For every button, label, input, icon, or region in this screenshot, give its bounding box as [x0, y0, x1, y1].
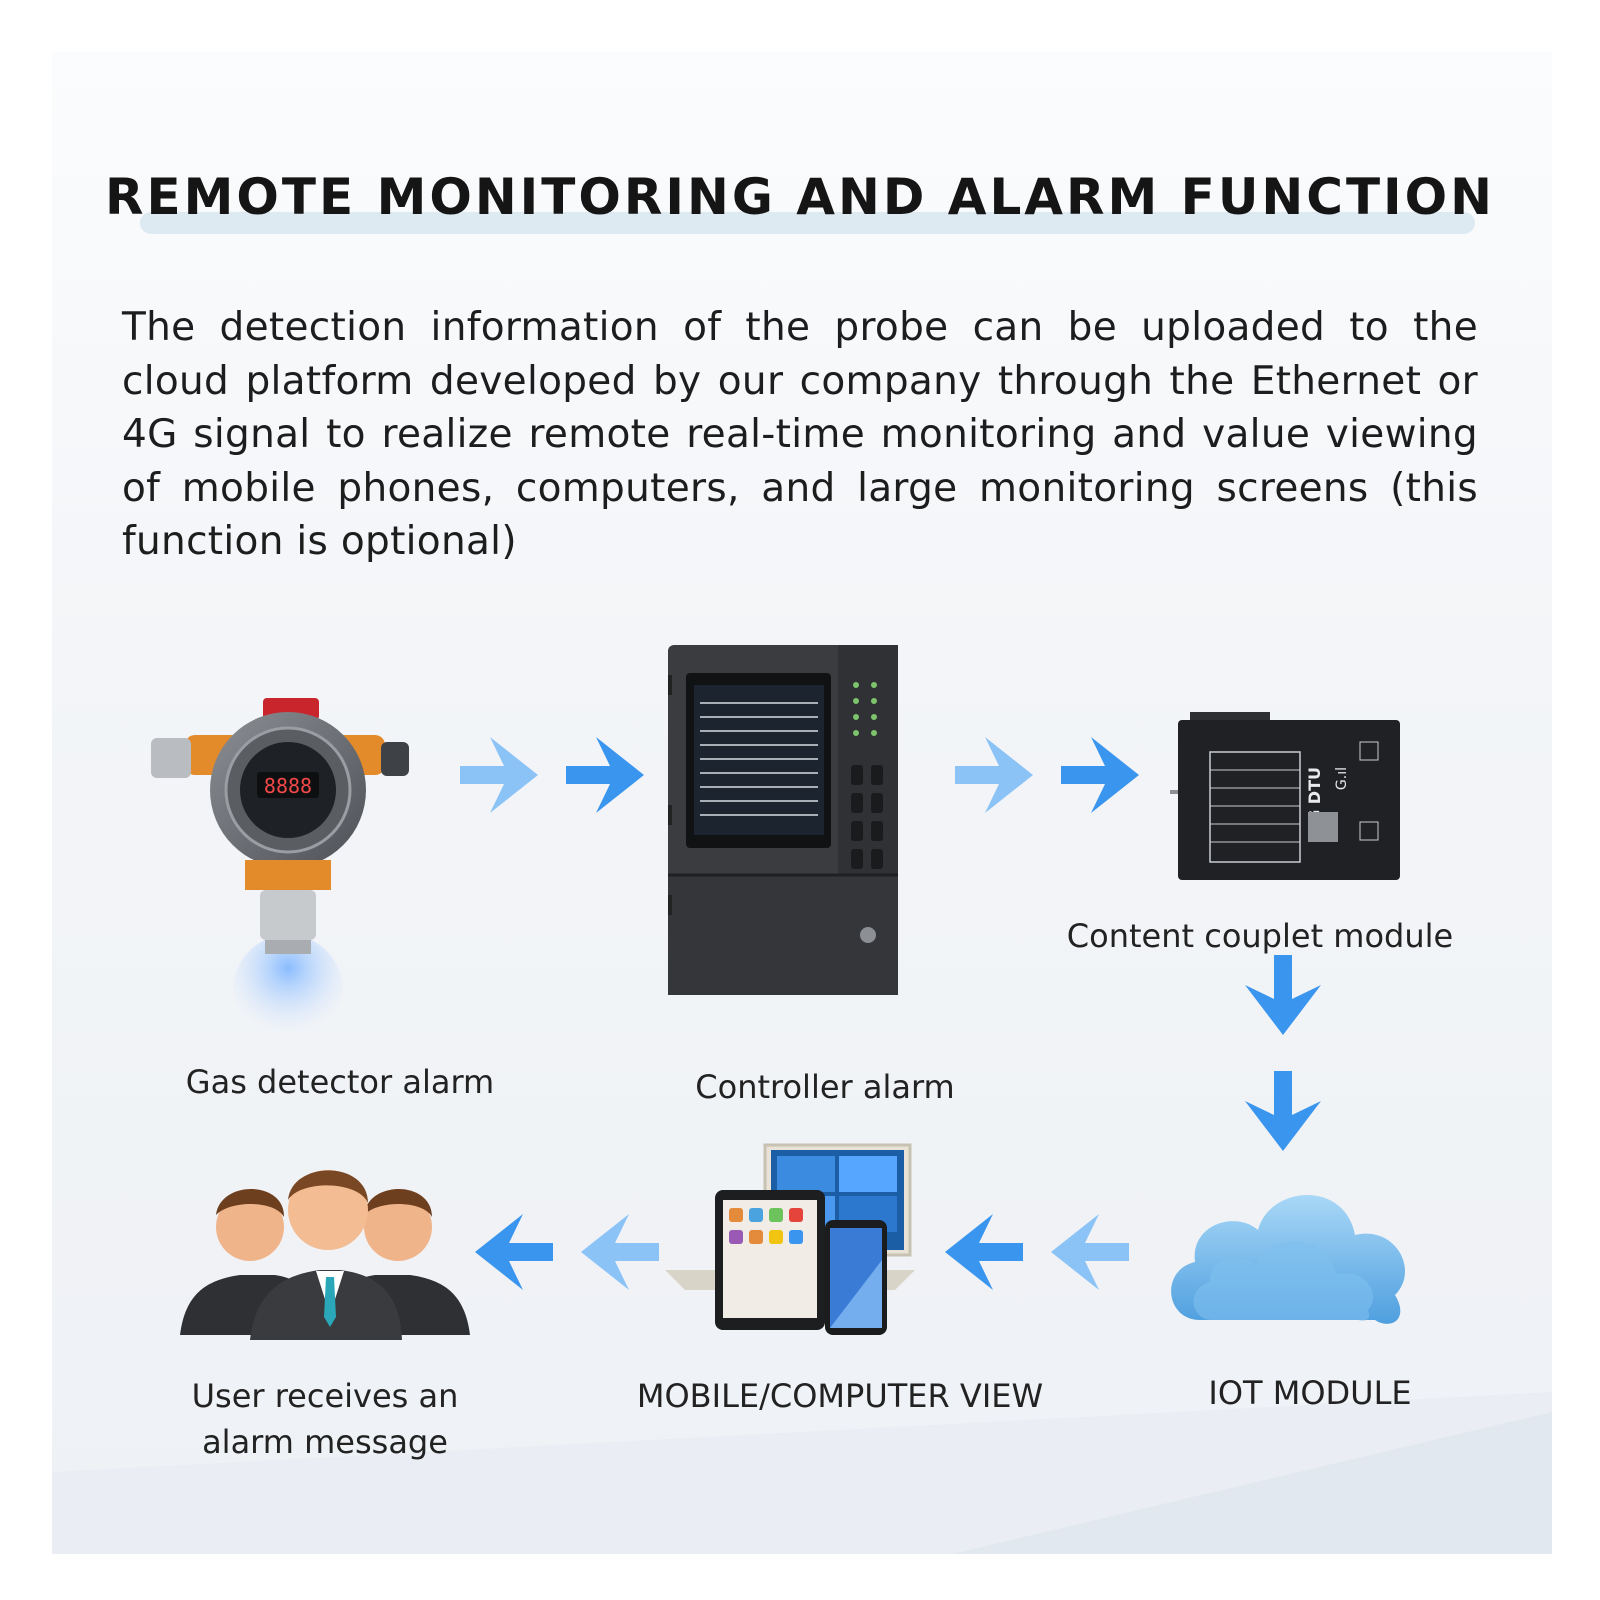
controller-image: [668, 645, 898, 995]
dtu-module-image: 4G DTU G.ıl: [1170, 712, 1400, 880]
page-title: REMOTE MONITORING AND ALARM FUNCTION: [104, 168, 1496, 226]
title-underline-band: [140, 212, 1475, 234]
users-image: [180, 1170, 470, 1340]
iot-module-label: IOT MODULE: [1208, 1374, 1412, 1412]
content-couplet-label: Content couplet module: [1066, 917, 1454, 955]
gas-detector-label: Gas detector alarm: [185, 1063, 495, 1101]
controller-label: Controller alarm: [695, 1068, 955, 1106]
user-label: User receives an alarm message: [191, 1377, 459, 1461]
arrow-left-2: [475, 1214, 659, 1290]
cloud-icon: [1171, 1195, 1406, 1324]
description-text: The detection information of the probe c…: [122, 305, 1478, 564]
gas-detector-image: 8888: [151, 698, 409, 1040]
devices-image: [665, 1143, 915, 1335]
dtu-brand-text: G.ıl: [1334, 767, 1350, 790]
detector-display-value: 8888: [264, 774, 312, 798]
arrow-right-1: [460, 737, 644, 813]
background-streak: [52, 1392, 1552, 1554]
arrow-left-1: [945, 1214, 1129, 1290]
arrow-right-2: [955, 737, 1139, 813]
mobile-computer-label: MOBILE/COMPUTER VIEW: [636, 1377, 1044, 1415]
arrow-down: [1245, 955, 1321, 1151]
